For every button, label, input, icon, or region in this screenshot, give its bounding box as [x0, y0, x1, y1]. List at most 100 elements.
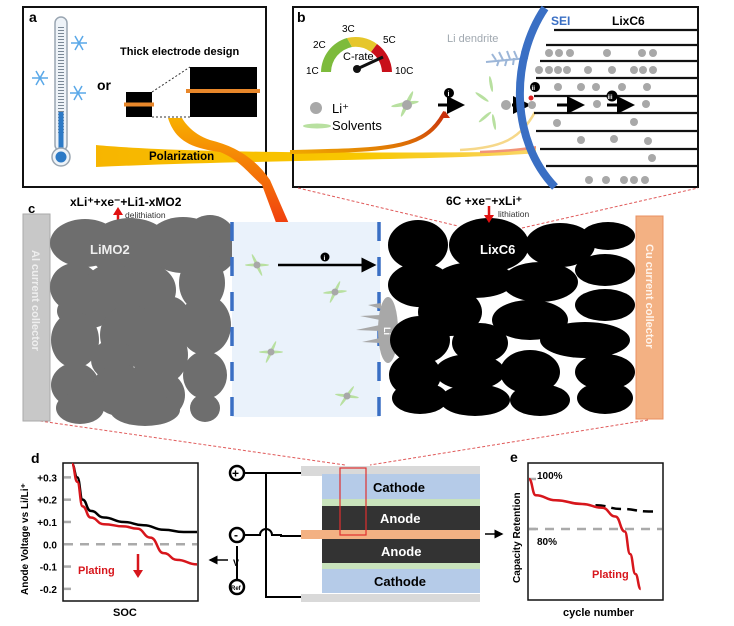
- panel-b-label: b: [297, 9, 306, 25]
- svg-text:i: i: [324, 255, 326, 262]
- li-ion-icon: [310, 102, 322, 114]
- chart-e-annotation: Plating: [592, 569, 629, 581]
- layer-cathode-top: [322, 474, 480, 499]
- gauge-title: C-rate: [343, 51, 374, 63]
- panel-e-label: e: [510, 449, 518, 465]
- step-i-marker-c: [320, 252, 330, 262]
- polarization-step-i-curve: [289, 110, 447, 154]
- chart-e-xlabel: cycle number: [563, 607, 635, 619]
- cell-circuit: + - V Ref: [208, 464, 301, 598]
- cathode-process: delithiation: [125, 210, 166, 220]
- svg-text:i: i: [448, 91, 450, 98]
- reference-electrode-icon: [228, 578, 246, 596]
- step-ii-marker: [530, 82, 540, 92]
- layer-label-cathode-bottom: Cathode: [374, 574, 426, 589]
- svg-text:iii: iii: [608, 95, 613, 101]
- step-i-marker: [444, 88, 454, 98]
- cu-current-collector: [635, 215, 664, 420]
- thin-electrode-icon: [124, 92, 154, 117]
- panel-d: d +0.3+0.2+0.10.0-0.1-0.2 Anode Voltage …: [20, 450, 199, 619]
- solvent-icon: [303, 123, 331, 129]
- panel-c-label: c: [28, 201, 35, 216]
- solvated-li-ion: [391, 91, 419, 117]
- layer-anode-bottom: [322, 539, 480, 563]
- positive-terminal-icon: [228, 464, 246, 482]
- sei-red-dot: [528, 95, 534, 101]
- svg-text:+: +: [232, 467, 239, 481]
- y-tick-label: -0.2: [40, 585, 58, 596]
- anode-reaction: 6C +xe⁻+xLi⁺: [446, 194, 522, 208]
- cathode-reaction: xLi⁺+xe⁻+Li1-xMO2: [70, 195, 182, 209]
- polarization-to-c-arrow: [168, 118, 290, 228]
- y-tick-label: +0.1: [37, 518, 57, 529]
- series-normal-line: [595, 504, 659, 513]
- c-rate-gauge: [321, 36, 392, 73]
- intercalated-li-ions: [528, 49, 657, 184]
- polarization-band: [96, 145, 540, 167]
- chart-d-ylabel: Anode Voltage vs Li/Li⁺: [20, 483, 31, 595]
- panel-b: b C-rate 1C 2C 3C 5C 10C Li⁺ Solvents i: [289, 5, 699, 190]
- layer-label-cathode-top: Cathode: [373, 480, 425, 495]
- sei-label: SEI: [551, 14, 570, 28]
- snowflake-icon: [32, 35, 87, 101]
- series-plating-line: [70, 462, 198, 566]
- y-tick-label: 80%: [537, 537, 557, 548]
- panel-e: e 100% 80% Capacity Retention cycle numbe…: [510, 449, 664, 619]
- chart-d-plot: +0.3+0.2+0.10.0-0.1-0.2: [37, 462, 198, 596]
- panel-a: a or Thick electrode design Polari: [22, 6, 540, 258]
- solvated-ions-c: [245, 254, 359, 406]
- sei-layer: [515, 5, 558, 190]
- svg-text:Ref: Ref: [231, 586, 242, 592]
- zoom-guide: [151, 66, 191, 118]
- li-ion-label: Li⁺: [332, 101, 349, 116]
- separator-bottom: [322, 563, 480, 569]
- gauge-tick-5c: 5C: [383, 35, 396, 46]
- separator-top: [322, 499, 480, 506]
- y-tick-label: +0.2: [37, 496, 57, 507]
- panel-c: c xLi⁺+xe⁻+Li1-xMO2 delithiation Al curr…: [22, 194, 664, 426]
- layer-anode-top: [322, 506, 480, 530]
- anode-process: lithiation: [498, 209, 529, 219]
- zoom-region-box: [339, 467, 367, 536]
- svg-text:-: -: [234, 528, 238, 542]
- layer-label-anode-top: Anode: [380, 511, 420, 526]
- solvents-label: Solvents: [332, 118, 382, 133]
- anode-material-label: LixC6: [480, 242, 515, 257]
- chart-e-ylabel: Capacity Retention: [512, 492, 523, 583]
- cathode-material-label: LiMO2: [90, 242, 130, 257]
- polarization-step-ii-curve: [459, 111, 537, 152]
- cu-collector-label: Cu current collector: [643, 244, 655, 349]
- y-tick-label: 100%: [537, 471, 563, 482]
- cathode-particles: [50, 215, 238, 426]
- chart-d-xlabel: SOC: [113, 607, 137, 619]
- thick-electrode-icon: [186, 67, 260, 117]
- al-collector-label: Al current collector: [29, 250, 41, 352]
- al-current-collector: [22, 213, 51, 422]
- li-plating-label: Li: [382, 327, 392, 335]
- gauge-tick-1c: 1C: [306, 66, 319, 77]
- gauge-tick-10c: 10C: [395, 66, 413, 77]
- chart-e-plot: 100% 80%: [528, 471, 662, 591]
- gauge-tick-3c: 3C: [342, 24, 355, 35]
- bottom-current-collector: [301, 594, 480, 602]
- electrolyte-region: [232, 222, 380, 417]
- layer-label-anode-bottom: Anode: [381, 544, 421, 559]
- gauge-needle: [356, 55, 384, 71]
- thermometer-icon: [51, 16, 71, 167]
- chart-e-frame: [527, 462, 664, 601]
- series-plating-line: [528, 477, 642, 591]
- polarization-label: Polarization: [149, 151, 214, 163]
- panel-d-label: d: [31, 450, 40, 466]
- top-current-collector: [301, 466, 480, 476]
- lixc6-label-b: LixC6: [612, 14, 645, 28]
- desolvated-li-ion: [501, 100, 511, 110]
- voltage-label: V: [233, 558, 239, 568]
- gauge-tick-2c: 2C: [313, 40, 326, 51]
- or-label: or: [97, 77, 112, 93]
- layer-cathode-bottom: [322, 569, 480, 593]
- panel-a-label: a: [29, 9, 37, 25]
- y-tick-label: 0.0: [43, 540, 57, 551]
- panel-b-frame: [292, 6, 699, 188]
- thick-electrode-label: Thick electrode design: [120, 46, 239, 58]
